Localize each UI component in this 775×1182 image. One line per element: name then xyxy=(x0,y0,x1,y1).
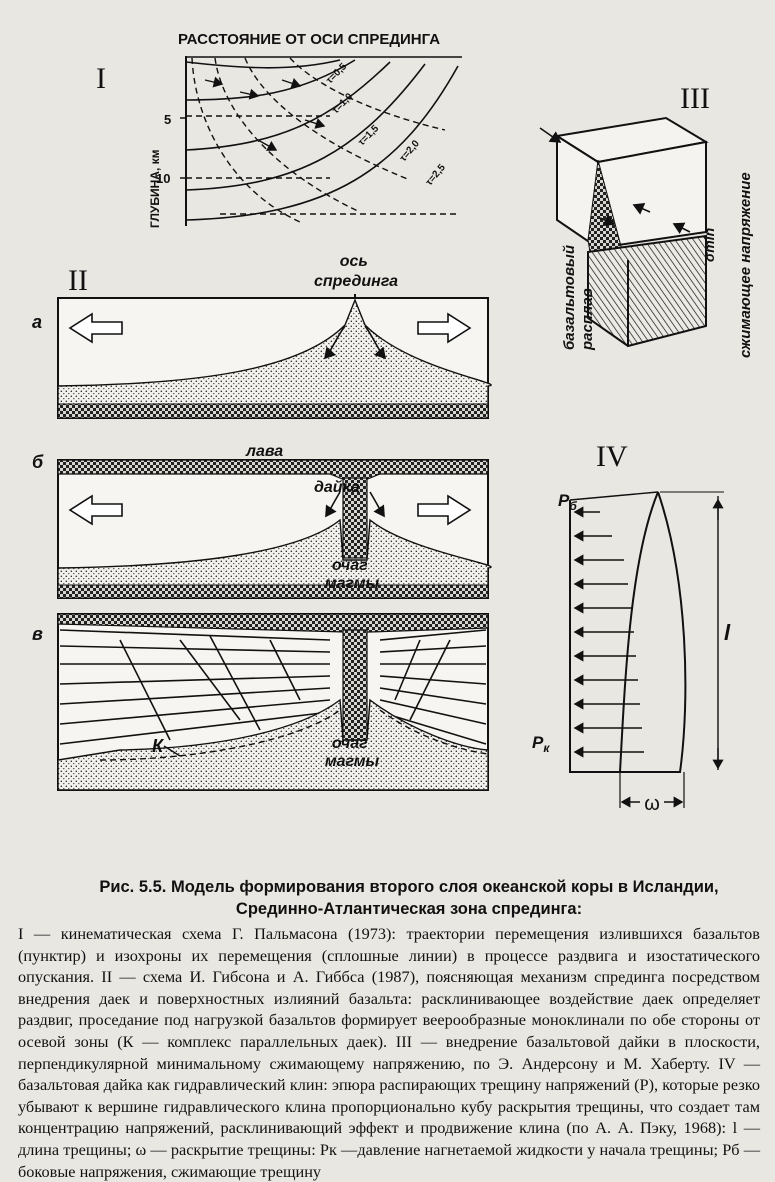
depth-tick-10: 10 xyxy=(156,171,170,186)
fan-lines-left xyxy=(59,629,331,777)
chamber-v-line-1: очаг xyxy=(332,735,368,752)
axis-line-2: спрединга xyxy=(314,273,398,290)
panel-3-numeral: III xyxy=(680,82,710,115)
sub-label-v: в xyxy=(32,624,43,644)
caption-title-rest: Модель формирования второго слоя океанск… xyxy=(166,878,719,896)
opening-label: ω xyxy=(644,793,660,815)
isochron-label-2-0: τ=2,0 xyxy=(398,138,422,164)
isochron-label-2-5: τ=2,5 xyxy=(424,162,448,188)
panel-2-numeral: II xyxy=(68,264,88,297)
panel-4-numeral: IV xyxy=(596,440,628,473)
panel-4: IV l ω Pб Pк xyxy=(532,440,731,815)
depth-tick-5: 5 xyxy=(164,112,171,127)
chamber-v-label: очаг магмы xyxy=(325,735,380,770)
fan-lines-right xyxy=(379,629,487,745)
panel-1: I РАССТОЯНИЕ ОТ ОСИ СПРЕДИНГА ГЛУБИНА, к… xyxy=(96,31,462,228)
figure-5-5: I РАССТОЯНИЕ ОТ ОСИ СПРЕДИНГА ГЛУБИНА, к… xyxy=(32,31,754,815)
melt-line-2: расплав xyxy=(579,288,596,351)
length-label: l xyxy=(724,620,731,645)
panel-1-axis-title: РАССТОЯНИЕ ОТ ОСИ СПРЕДИНГА xyxy=(178,31,440,48)
caption-label: Рис. 5.5. xyxy=(99,878,167,896)
chamber-v-line-2: магмы xyxy=(325,753,380,770)
panel-3: III σmin сжимающее напряжение базальтовы… xyxy=(539,82,754,358)
pressure-arrows xyxy=(573,506,644,758)
figure-caption: Рис. 5.5. Модель формирования второго сл… xyxy=(18,876,760,1182)
chamber-b-line-2: магмы xyxy=(325,575,380,592)
panel-3-stress-label: сжимающее напряжение xyxy=(737,172,754,358)
spreading-axis-label: ось спрединга xyxy=(314,253,398,290)
complex-label: К xyxy=(152,736,165,756)
panel-3-sigma-min: σmin xyxy=(701,228,717,262)
chamber-b-label: очаг магмы xyxy=(325,557,380,592)
panel-2: II ось спрединга а б лава дайка очаг маг… xyxy=(32,253,492,791)
chamber-b-line-1: очаг xyxy=(332,557,368,574)
caption-paragraph: I — кинематическая схема Г. Пальмасона (… xyxy=(18,924,760,1181)
isochron-label-1-5: τ=1,5 xyxy=(356,123,381,148)
axis-line-1: ось xyxy=(340,253,368,270)
melt-line-1: базальтовый xyxy=(561,245,578,350)
lava-label: лава xyxy=(245,443,283,460)
p-b-label: Pб xyxy=(558,491,577,513)
dike-label: дайка xyxy=(314,479,360,496)
panel-3-melt-label: базальтовый расплав xyxy=(561,241,596,351)
sub-label-a: а xyxy=(32,312,42,332)
caption-body: I — кинематическая схема Г. Пальмасона (… xyxy=(18,923,760,1182)
p-k-label: Pк xyxy=(532,733,550,755)
panel-1-depth-label: ГЛУБИНА, км xyxy=(148,149,162,228)
panel-1-numeral: I xyxy=(96,62,106,95)
caption-title-line-2: Срединно-Атлантическая зона спрединга: xyxy=(235,900,583,918)
caption-title: Рис. 5.5. Модель формирования второго сл… xyxy=(58,876,760,920)
sub-label-b: б xyxy=(32,452,44,472)
